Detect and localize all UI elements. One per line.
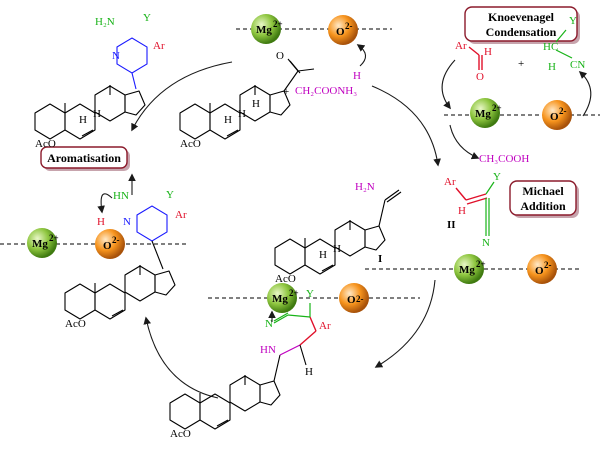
svg-text:H: H — [319, 249, 327, 261]
svg-text:Y: Y — [143, 12, 151, 24]
svg-text:H: H — [458, 205, 466, 217]
svg-text:O: O — [347, 294, 356, 306]
svg-text:Y: Y — [569, 15, 577, 27]
o-ion-michael: O 2- — [527, 254, 557, 284]
svg-text:H: H — [252, 98, 260, 110]
svg-text:Mg: Mg — [459, 264, 475, 276]
svg-text:H: H — [333, 243, 341, 255]
knoevenagel-arrow-out — [578, 70, 592, 117]
svg-text:H: H — [305, 366, 313, 378]
svg-text:Ar: Ar — [175, 209, 187, 221]
acetic-acid-arrow — [449, 124, 480, 160]
svg-text:Y: Y — [493, 171, 501, 183]
mg-ion-bottom: Mg 2+ — [267, 283, 299, 313]
svg-text:Knoevenagel: Knoevenagel — [488, 10, 555, 24]
cycle-arrow-bottom-right — [374, 279, 436, 368]
svg-text:O: O — [103, 240, 112, 252]
svg-text:O: O — [535, 265, 544, 277]
aldehyde-structure: Ar H O — [455, 40, 492, 83]
svg-text:Y: Y — [166, 189, 174, 201]
svg-text:+: + — [518, 58, 524, 70]
svg-text:HN: HN — [113, 190, 129, 202]
svg-text:2+: 2+ — [49, 233, 59, 243]
svg-text:2+: 2+ — [289, 288, 299, 298]
svg-text:2-: 2- — [559, 106, 567, 116]
svg-text:H: H — [353, 70, 361, 82]
michael-adduct-structure: HN H Ar Y N — [169, 288, 331, 441]
svg-text:2-: 2- — [544, 260, 552, 270]
knoevenagel-box: Knoevenagel Condensation — [464, 6, 580, 44]
svg-text:N: N — [482, 237, 490, 249]
svg-text:Mg: Mg — [272, 293, 288, 305]
svg-text:O: O — [336, 26, 345, 38]
svg-text:Addition: Addition — [520, 199, 566, 213]
svg-text:Aromatisation: Aromatisation — [47, 151, 121, 165]
svg-text:CH₃COOH: CH₃COOH — [479, 153, 529, 165]
svg-text:H: H — [79, 114, 87, 126]
o-ion-top: O 2- — [328, 15, 358, 45]
svg-text:Mg: Mg — [475, 108, 491, 120]
mg-ion-knoevenagel: Mg 2+ — [470, 98, 502, 128]
svg-text:2+: 2+ — [273, 19, 283, 29]
aromatisation-box: Aromatisation — [40, 146, 130, 171]
cycle-arrow-top-left — [131, 61, 233, 132]
svg-text:2-: 2- — [356, 294, 364, 304]
svg-text:N: N — [265, 318, 273, 330]
svg-text:2-: 2- — [112, 235, 120, 245]
svg-text:H: H — [97, 216, 105, 228]
svg-text:CH₂COONH₃: CH₂COONH₃ — [295, 85, 357, 97]
dihydropyridine-structure: HN H N Y Ar — [64, 189, 187, 331]
svg-text:O: O — [276, 50, 284, 62]
svg-text:Ar: Ar — [319, 320, 331, 332]
svg-text:H₂N: H₂N — [355, 181, 375, 193]
mg-ion-michael: Mg 2+ — [454, 254, 486, 284]
michael-box: Michael Addition — [509, 180, 579, 218]
svg-text:N: N — [112, 50, 120, 62]
svg-text:II: II — [447, 219, 456, 231]
svg-text:Ar: Ar — [444, 176, 456, 188]
svg-text:2+: 2+ — [476, 259, 486, 269]
pregnenolone-acetate-structure: O H H H — [179, 50, 315, 151]
svg-text:2+: 2+ — [492, 103, 502, 113]
svg-text:O: O — [550, 111, 559, 123]
svg-text:2-: 2- — [345, 21, 353, 31]
svg-text:H₂N: H₂N — [95, 16, 115, 28]
svg-text:Y: Y — [306, 288, 314, 300]
svg-text:H: H — [224, 114, 232, 126]
pyridine-product-structure: N H₂N Y Ar H H — [34, 12, 165, 151]
svg-text:H: H — [93, 108, 101, 120]
mg-ion-top: Mg 2+ — [251, 14, 283, 44]
active-methylene-structure: Y HC CN H — [543, 15, 585, 73]
cycle-arrow-top-right — [371, 85, 441, 167]
o-ion-bottom: O 2- — [339, 283, 369, 313]
svg-text:Condensation: Condensation — [486, 25, 557, 39]
svg-text:HN: HN — [260, 344, 276, 356]
knoevenagel-arrow-in — [441, 59, 456, 110]
o-ion-knoevenagel: O 2- — [542, 100, 572, 130]
svg-text:Michael: Michael — [522, 184, 564, 198]
svg-text:+: + — [283, 86, 289, 98]
svg-text:HC: HC — [543, 41, 558, 53]
svg-text:H: H — [238, 108, 246, 120]
svg-text:Ar: Ar — [455, 40, 467, 52]
svg-text:N: N — [123, 216, 131, 228]
svg-text:Mg: Mg — [256, 24, 272, 36]
svg-text:Mg: Mg — [32, 238, 48, 250]
svg-text:H: H — [548, 61, 556, 73]
enamine-intermediate-I: H₂N H H — [274, 181, 402, 286]
svg-text:CN: CN — [570, 59, 585, 71]
mg-ion-left: Mg 2+ — [27, 228, 59, 258]
svg-text:H: H — [484, 46, 492, 58]
svg-text:O: O — [476, 71, 484, 83]
cycle-arrow-bottom-left — [143, 316, 219, 399]
ammonium-arrow — [356, 44, 367, 67]
svg-text:I: I — [378, 253, 382, 265]
knoevenagel-adduct-II: Ar H Y N II — [444, 171, 501, 249]
o-ion-left: O 2- — [95, 229, 125, 259]
svg-text:Ar: Ar — [153, 40, 165, 52]
proton-shift-arrow — [97, 193, 113, 214]
